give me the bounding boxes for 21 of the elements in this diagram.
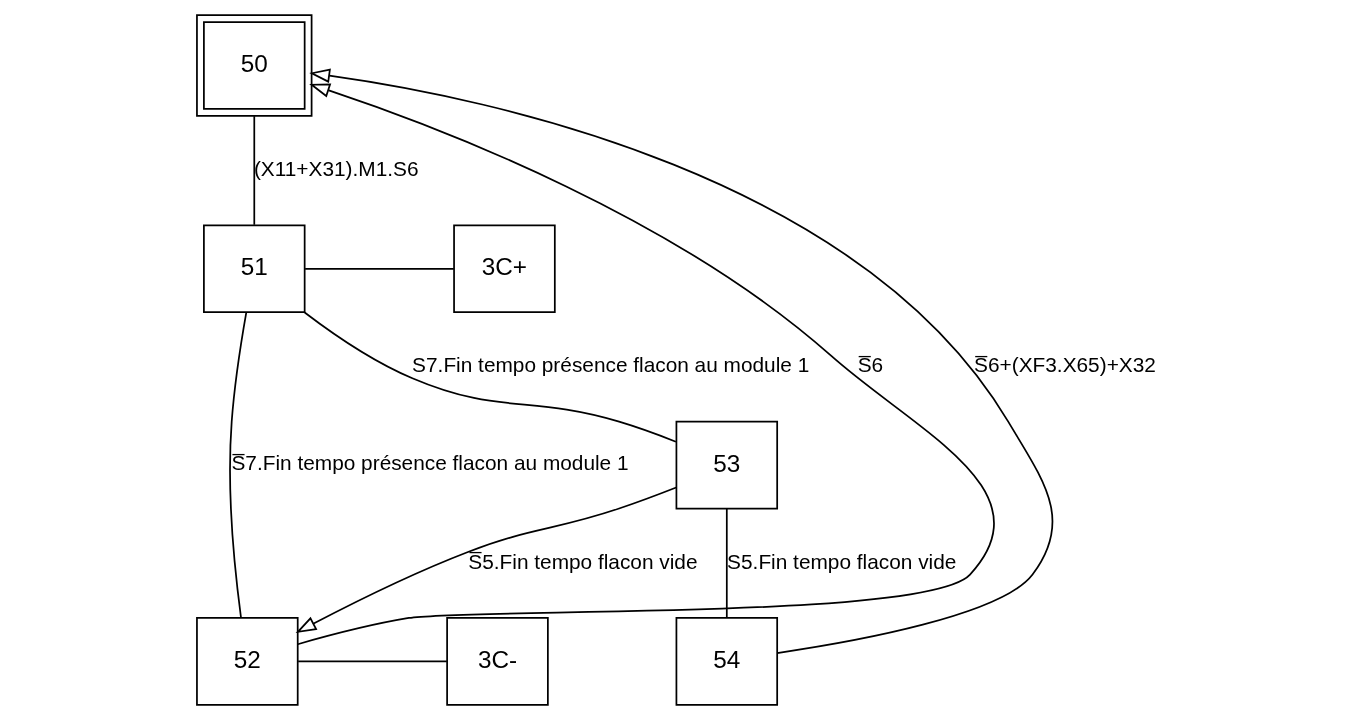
- node-box: 3C+: [452, 224, 556, 314]
- edge-label: S5.Fin tempo flacon vide: [726, 549, 956, 573]
- node-box: 3C-: [445, 617, 549, 706]
- connector: [303, 267, 455, 270]
- connector: [725, 507, 728, 619]
- arrow: [295, 486, 677, 634]
- node-box: 52: [195, 617, 299, 706]
- connector: [296, 660, 448, 663]
- edge-label: S7.Fin tempo présence flacon au module 1: [411, 353, 809, 377]
- edge-label: S̅7.Fin tempo présence flacon au module 1: [230, 451, 629, 475]
- node-box: 50: [195, 14, 312, 117]
- connector: [303, 311, 677, 443]
- edge-label: (X11+X31).M1.S6: [253, 157, 419, 181]
- connector: [228, 311, 247, 619]
- edge-label: S̅6+(XF3.X65)+X32: [973, 353, 1156, 377]
- node-box: 53: [675, 420, 778, 510]
- connector: [252, 115, 255, 226]
- node-box: 54: [675, 617, 778, 706]
- edge-label: S̅6: [857, 353, 883, 377]
- edge-label: S̅5.Fin tempo flacon vide: [467, 549, 698, 573]
- node-box: 51: [202, 224, 306, 314]
